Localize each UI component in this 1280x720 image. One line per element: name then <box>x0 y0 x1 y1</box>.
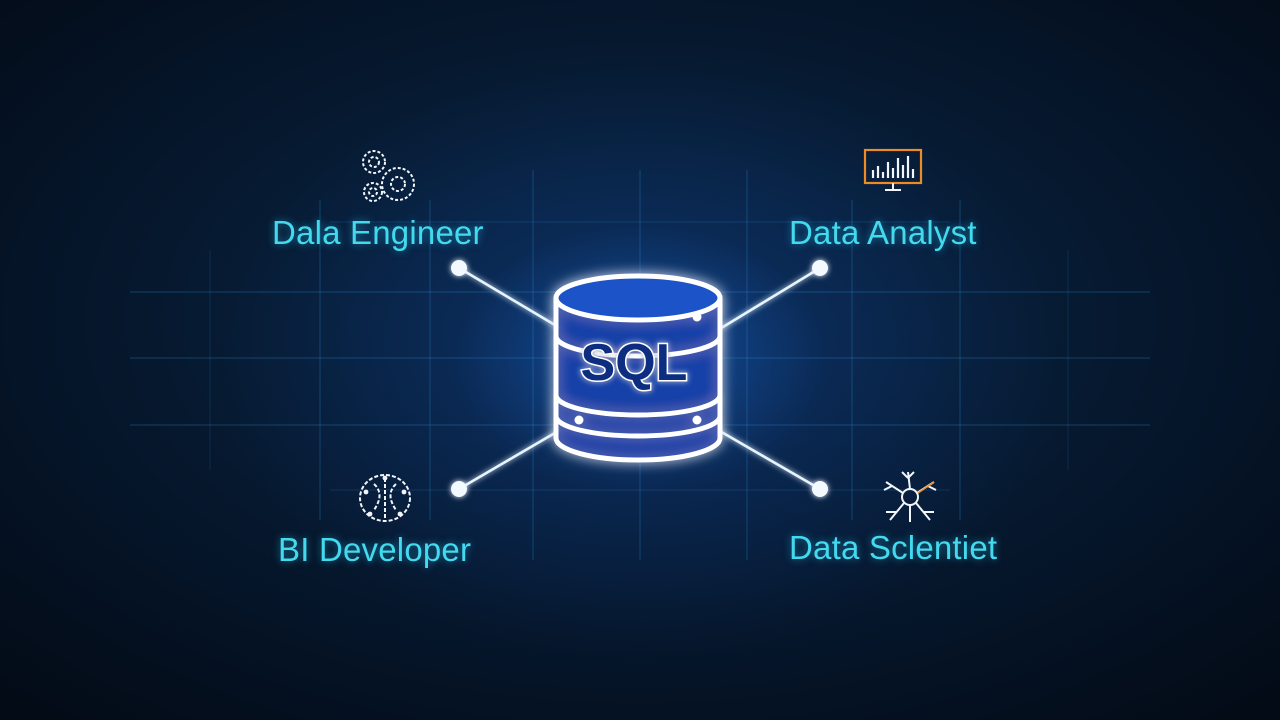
connector-lines <box>458 266 821 491</box>
node-data-engineer <box>451 260 467 276</box>
node-bi-developer <box>451 481 467 497</box>
gears-icon <box>362 150 415 202</box>
node-data-scientist <box>812 481 828 497</box>
connector-data-analyst <box>717 266 821 332</box>
role-label-data-analyst: Data Analyst <box>789 214 977 251</box>
role-label-data-scientist: Data Sclentiet <box>789 529 998 566</box>
role-label-bi-developer: BI Developer <box>278 531 472 568</box>
role-label-data-engineer: Dala Engineer <box>272 214 484 251</box>
neuron-icon <box>883 471 937 522</box>
connector-nodes <box>451 260 828 497</box>
database-icon <box>553 273 723 463</box>
brain-circuit-icon <box>359 474 411 522</box>
node-data-analyst <box>812 260 828 276</box>
connector-data-engineer <box>458 266 561 330</box>
monitor-chart-icon <box>863 148 923 191</box>
connector-bi-developer <box>458 428 561 491</box>
connector-data-scientist <box>717 428 821 491</box>
database-label: SQL <box>581 334 688 392</box>
